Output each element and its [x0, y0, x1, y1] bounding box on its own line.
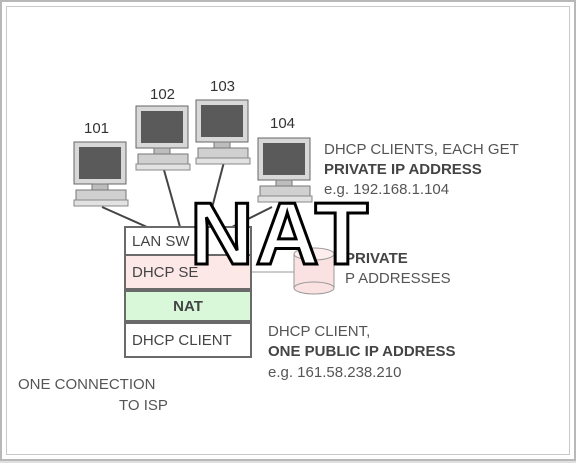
pc-label-103: 103: [210, 78, 236, 95]
pc-label-104: 104: [270, 115, 296, 132]
clients-note-line3: e.g. 192.168.1.104: [324, 181, 450, 198]
isp-note-line2: TO ISP: [119, 397, 168, 414]
computer-104-icon: [257, 137, 313, 203]
computer-102-icon: [135, 105, 191, 171]
computer-103-icon: [195, 99, 251, 165]
public-note-line1: DHCP CLIENT,: [268, 323, 371, 340]
clients-note-line2: PRIVATE IP ADDRESS: [324, 161, 482, 178]
cable-102: [163, 169, 181, 228]
cables: [101, 161, 273, 228]
public-note-line2: ONE PUBLIC IP ADDRESS: [268, 343, 456, 360]
stack-dhcp-client-label: DHCP CLIENT: [132, 331, 232, 349]
cable-104: [231, 206, 273, 228]
cable-103: [206, 161, 225, 228]
pc-label-102: 102: [150, 86, 176, 103]
clients-note-line1: DHCP CLIENTS, EACH GET: [324, 141, 519, 158]
nat-overlay-title: NAT: [188, 184, 371, 283]
stack-dhcp-server: DHCP SE: [124, 254, 252, 290]
cable-101: [101, 206, 148, 228]
stack-dhcp-client: DHCP CLIENT: [124, 322, 252, 358]
stack-lan-switch-label: LAN SW: [132, 232, 190, 250]
stack-dhcp-server-label: DHCP SE: [132, 263, 199, 281]
inner-border: [6, 6, 570, 455]
isp-note-line1: ONE CONNECTION: [18, 376, 156, 393]
stack-nat: NAT: [124, 290, 252, 322]
pool-note-line1: PRIVATE: [345, 250, 408, 267]
pc-label-101: 101: [84, 120, 110, 137]
public-note-line3: e.g. 161.58.238.210: [268, 364, 402, 381]
computer-101-icon: [73, 141, 129, 207]
ip-pool-cylinder-icon: [293, 247, 335, 295]
stack-nat-label: NAT: [173, 297, 203, 315]
pool-note-line2: P ADDRESSES: [345, 270, 451, 287]
